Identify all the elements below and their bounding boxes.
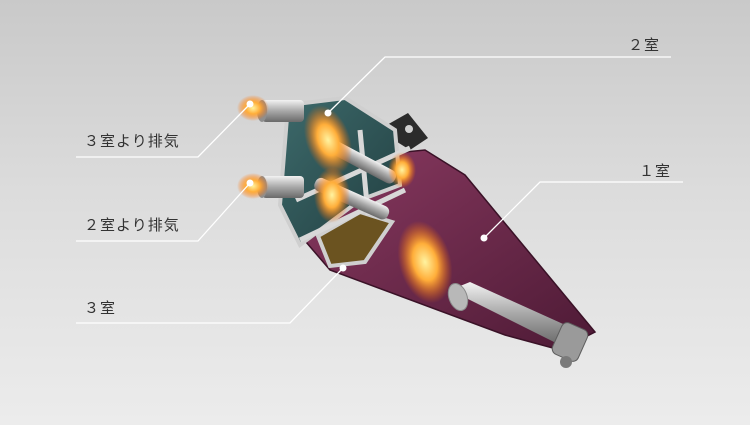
leader-line-room3 [76, 267, 344, 324]
inlet-pipe-mouth [447, 282, 469, 312]
leader-line-room1 [483, 181, 683, 239]
leader-line-exhaust3 [76, 103, 251, 158]
mounting-bracket [378, 113, 428, 150]
flame [303, 105, 353, 175]
leader-line-exhaust2 [76, 182, 251, 242]
clamp-bolt [560, 356, 572, 368]
leader-dot-room1 [480, 234, 488, 242]
label-exhaust-from-room2: ２室より排気 [84, 216, 180, 234]
label-room1: １室 [639, 162, 672, 180]
flame [397, 220, 453, 304]
label-room3: ３室 [84, 299, 117, 317]
inlet-pipe [450, 282, 572, 345]
flame [314, 167, 350, 223]
leader-dot-exhaust2 [246, 179, 254, 187]
leader-dot-room3 [339, 264, 347, 272]
label-exhaust-from-room3: ３室より排気 [84, 132, 180, 150]
bracket-hole [405, 125, 413, 133]
leader-dot-room2 [324, 109, 332, 117]
exhaust-pipe-room2 [262, 176, 304, 198]
leader-dot-exhaust3 [246, 100, 254, 108]
flame [237, 173, 269, 199]
flame [237, 95, 269, 121]
flame [388, 152, 416, 188]
leader-line-room2 [327, 56, 671, 114]
label-room2: ２室 [628, 36, 661, 54]
exhaust-pipe-room3 [262, 100, 304, 122]
